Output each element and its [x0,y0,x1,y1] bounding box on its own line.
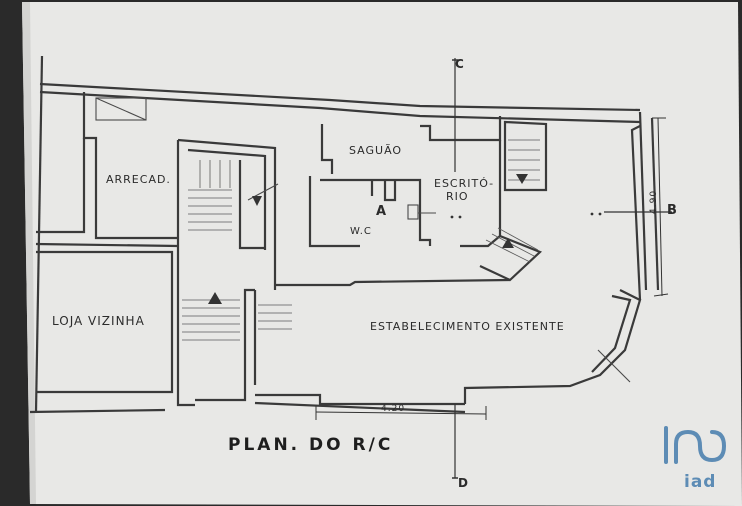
section-mark-b: B [667,203,678,218]
iad-logo: iad [664,426,727,492]
dimension-right: 4.90 [649,190,659,214]
stair-treads [182,139,540,341]
arrow-down-icon [252,196,262,206]
watermark-text: iad [684,472,716,492]
iad-logo-icon [664,426,727,464]
room-label-wc: W.C [350,226,372,237]
section-mark-d: D [458,476,469,490]
arrow-down-icon [516,174,528,184]
room-label-saguao: SAGUÃO [349,144,402,157]
section-mark-a: A [376,204,387,219]
room-label-estabelecimento: ESTABELECIMENTO EXISTENTE [370,320,565,333]
dimension-bottom: 4.20 [381,404,405,414]
arrow-up-icon [502,238,514,248]
room-label-loja-vizinha: LOJA VIZINHA [52,314,145,328]
paper-sheet [22,2,742,506]
section-mark-c: C [455,57,465,71]
paper-shadow [22,2,36,504]
section-lines [450,58,672,479]
outer-walls [29,55,660,414]
room-label-arrecad: ARRECAD. [106,173,171,186]
arrow-up-icon [208,292,222,304]
plan-title: PLAN. DO R/C [228,435,393,455]
room-label-escritorio-line2: RIO [446,190,469,203]
dimension-lines [315,117,669,420]
interior-walls [35,92,642,407]
room-label-escritorio-line1: ESCRITÓ- [434,177,494,190]
